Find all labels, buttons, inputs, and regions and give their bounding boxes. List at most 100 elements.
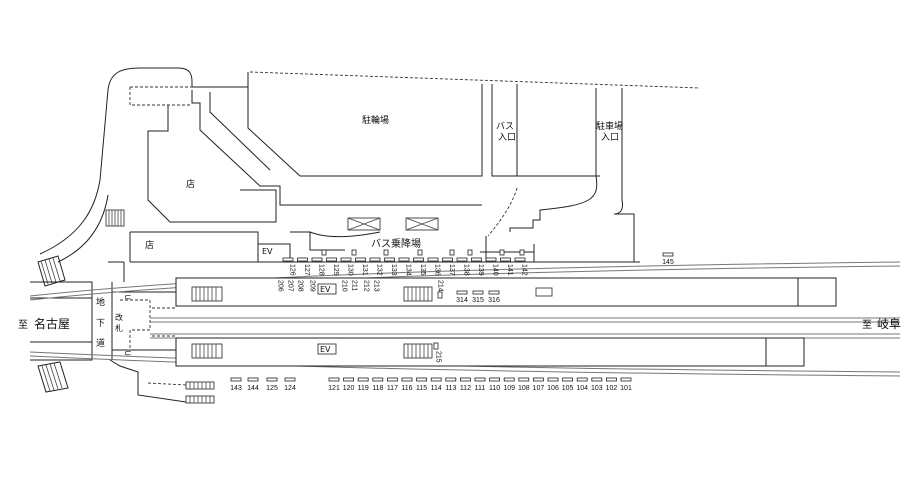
bike-rack-boxes [347, 217, 439, 231]
spot-number: 121 [328, 385, 340, 392]
spot-marker [606, 377, 617, 382]
spot-marker [297, 257, 308, 262]
spot-number: 117 [387, 385, 398, 392]
spot-marker [503, 377, 515, 382]
platform-south [175, 337, 767, 367]
spot-marker [591, 377, 603, 382]
spot-number: 143 [230, 385, 242, 392]
spot-number: 137 [448, 264, 455, 276]
spot-number: 209 [309, 280, 316, 292]
spot-number: 104 [576, 385, 588, 392]
car-parking-label-2: 入口 [601, 132, 619, 143]
bus-stop-markers [321, 249, 525, 256]
spot-number: 103 [591, 385, 603, 392]
spot-number: 135 [419, 264, 426, 276]
spot-marker [311, 257, 323, 262]
spot-number: 206 [277, 280, 284, 292]
spot-marker [456, 290, 468, 295]
spot-number: 101 [620, 385, 632, 392]
spot-number: 128 [318, 264, 325, 276]
spot-marker [485, 257, 497, 262]
platforms [175, 277, 837, 367]
spot-marker [386, 377, 398, 382]
spot-marker [562, 377, 573, 382]
spot-marker [433, 342, 439, 350]
u-mark-top: ⊂ [124, 293, 132, 303]
spot-number: 139 [477, 264, 484, 276]
spot-number: 113 [445, 385, 456, 392]
car-parking-label-1: 駐車場 [596, 120, 623, 132]
spot-number: 134 [405, 264, 412, 276]
spot-number: 208 [297, 280, 304, 292]
spot-number: 126 [289, 264, 296, 276]
spot-number: 110 [489, 385, 500, 392]
spot-number: 141 [506, 264, 513, 276]
platform-north [175, 277, 799, 307]
elevator-label-north-platform: EV [320, 285, 331, 294]
west-stairs [37, 209, 215, 404]
to-gifu-prefix: 至 [862, 319, 872, 331]
spot-marker [328, 377, 340, 382]
spot-number: 132 [376, 264, 383, 276]
to-nagoya-label: 名古屋 [34, 316, 70, 331]
spot-marker [472, 290, 484, 295]
spot-number: 316 [488, 297, 500, 304]
spot-marker [514, 257, 526, 262]
spot-marker [357, 377, 369, 382]
spot-marker [340, 257, 352, 262]
spot-number: 107 [533, 385, 545, 392]
shop-main-label: 店 [186, 178, 195, 190]
spot-marker [247, 377, 259, 382]
spot-number: 119 [358, 385, 369, 392]
spot-marker [430, 377, 442, 382]
spot-number: 130 [347, 264, 354, 276]
spot-marker [369, 257, 381, 262]
spot-marker [230, 377, 242, 382]
spot-number: 109 [503, 385, 515, 392]
spot-marker [282, 257, 294, 262]
to-nagoya-prefix: 至 [18, 319, 28, 331]
spot-number: 138 [463, 264, 470, 276]
spot-marker [372, 377, 384, 382]
spot-number: 210 [341, 280, 348, 292]
spot-marker [662, 252, 674, 257]
spot-number: 112 [460, 385, 471, 392]
spot-number: 114 [431, 385, 442, 392]
spot-marker [547, 377, 559, 382]
spot-number: 207 [287, 280, 294, 292]
spot-marker [266, 377, 278, 382]
spot-number: 102 [606, 385, 618, 392]
spot-number: 116 [401, 385, 412, 392]
spot-number: 213 [373, 280, 380, 292]
spot-number: 115 [416, 385, 427, 392]
spot-marker [398, 257, 410, 262]
spot-marker [489, 377, 501, 382]
spot-number: 118 [372, 385, 383, 392]
ticket-gate-label-2: 札 [115, 323, 123, 333]
spot-marker [326, 257, 337, 262]
to-gifu-label: 岐阜 [877, 317, 901, 331]
underpass-label-1: 地 [96, 296, 105, 308]
spot-marker [355, 257, 366, 262]
spot-number: 315 [472, 297, 484, 304]
spot-number: 120 [343, 385, 355, 392]
spot-number: 127 [303, 264, 310, 276]
spot-marker [442, 257, 453, 262]
spot-number: 133 [390, 264, 397, 276]
spot-marker [427, 257, 439, 262]
spot-marker [445, 377, 457, 382]
spot-marker [533, 377, 544, 382]
underpass-label-3: 道 [96, 337, 105, 349]
spot-number: 111 [475, 385, 486, 392]
spot-number: 129 [332, 264, 339, 276]
spot-marker [459, 377, 471, 382]
spot-marker [488, 290, 500, 295]
spot-number: 131 [361, 264, 368, 276]
spot-number: 140 [492, 264, 499, 276]
elevator-label-south-platform: EV [320, 345, 331, 354]
ticket-gate-label-1: 改 [115, 312, 123, 322]
